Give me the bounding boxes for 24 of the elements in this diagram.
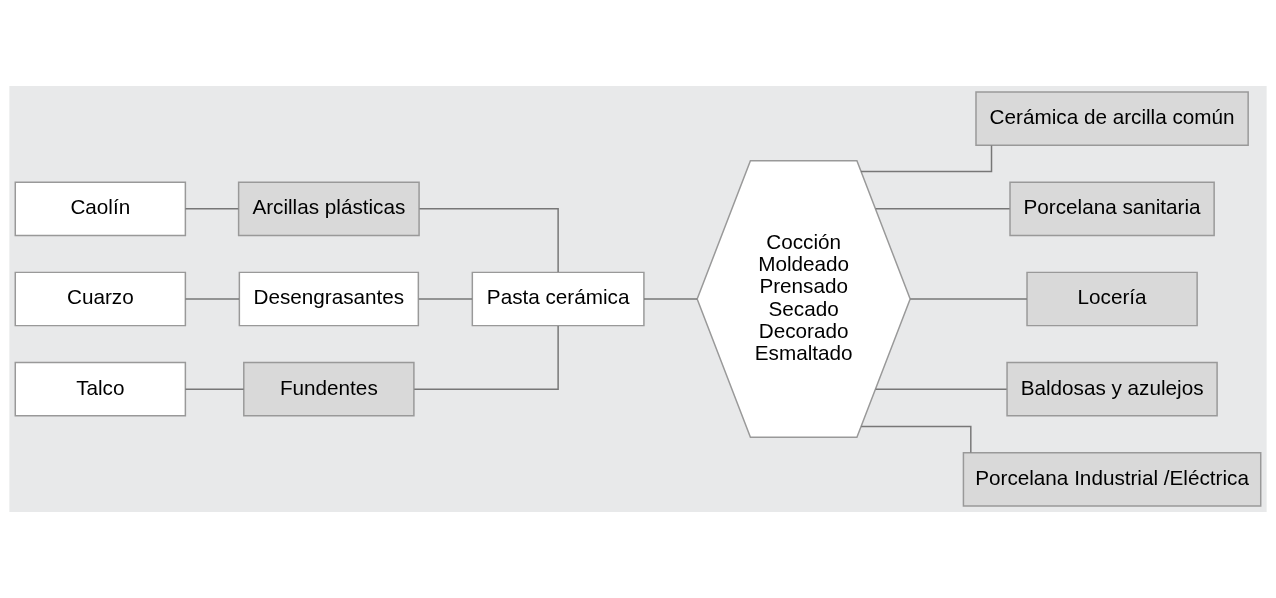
node-box: Locería <box>1026 271 1198 327</box>
connector <box>418 208 559 273</box>
node-box: Desengrasantes <box>238 271 420 327</box>
node-box: Talco <box>14 361 187 417</box>
connector <box>860 144 993 173</box>
connector <box>909 298 1028 300</box>
connector <box>418 298 473 300</box>
node-box: Pasta cerámica <box>471 271 645 327</box>
connector <box>874 388 1008 390</box>
connector <box>413 325 559 390</box>
node-box: Porcelana Industrial /Eléctrica <box>962 452 1262 507</box>
node-box: Porcelana sanitaria <box>1009 181 1215 237</box>
node-box: Baldosas y azulejos <box>1006 361 1218 417</box>
node-box: Arcillas plásticas <box>237 181 420 237</box>
connector <box>184 388 245 390</box>
connector <box>184 208 240 210</box>
node-box: Caolín <box>14 181 187 237</box>
node-box: Cuarzo <box>14 271 187 327</box>
connector <box>874 208 1011 210</box>
connector <box>184 298 240 300</box>
node-box: Fundentes <box>243 361 415 417</box>
connector <box>860 425 972 454</box>
connector <box>643 298 698 300</box>
node-box: Cerámica de arcilla común <box>975 91 1249 146</box>
